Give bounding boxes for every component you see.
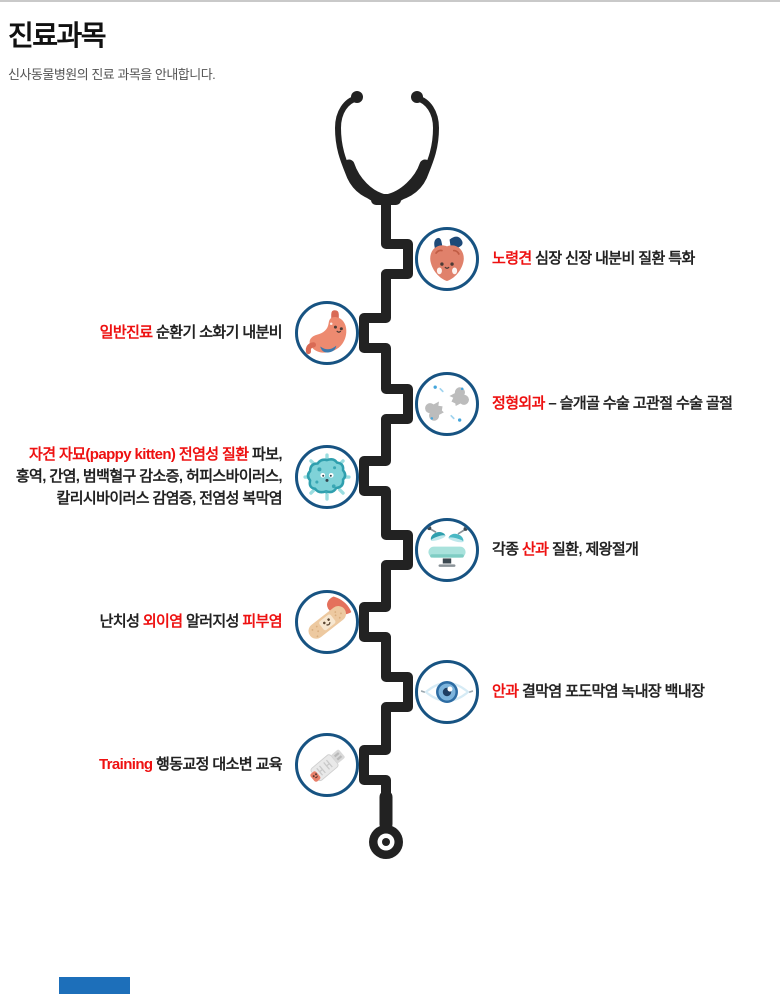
page-title: 진료과목 [8, 20, 107, 51]
page-header: 진료과목 신사동물병원의 진료 과목을 안내합니다. [8, 14, 216, 83]
service-item-label: 난치성 외이염 알러지성 피부염 [99, 613, 283, 631]
service-item-senior-dog: 노령견 심장 신장 내분비 질환 특화 [415, 227, 695, 291]
training-pad-icon [295, 733, 359, 797]
broken-bone-icon [415, 372, 479, 436]
service-item-training: Training 행동교정 대소변 교육 [99, 733, 359, 797]
service-item-label: 안과 결막염 포도막염 녹내장 백내장 [492, 683, 705, 701]
page-subtitle: 신사동물병원의 진료 과목을 안내합니다. [8, 67, 216, 82]
service-item-orthopedics: 정형외과 – 슬개골 수술 고관절 수술 골절 [415, 372, 733, 436]
surgery-table-icon [415, 518, 479, 582]
service-item-dermatology: 난치성 외이염 알러지성 피부염 [100, 590, 359, 654]
service-item-infectious-disease: 자견 자묘(pappy kitten) 전염성 질환 파보,홍역, 간염, 범백… [16, 444, 359, 509]
eye-icon [415, 660, 479, 724]
service-item-label: 노령견 심장 신장 내분비 질환 특화 [492, 250, 695, 268]
service-item-obstetrics: 각종 산과 질환, 제왕절개 [415, 518, 639, 582]
service-item-general-care: 일반진료 순환기 소화기 내분비 [100, 301, 359, 365]
service-item-label: 자견 자묘(pappy kitten) 전염성 질환 파보,홍역, 간염, 범백… [15, 446, 283, 507]
stomach-icon [295, 301, 359, 365]
service-item-label: 각종 산과 질환, 제왕절개 [492, 541, 639, 559]
service-item-label: 일반진료 순환기 소화기 내분비 [99, 324, 283, 342]
heart-icon [415, 227, 479, 291]
service-item-ophthalmology: 안과 결막염 포도막염 녹내장 백내장 [415, 660, 705, 724]
footer-accent-box[interactable] [59, 977, 130, 994]
virus-icon [295, 444, 359, 509]
bandage-icon [295, 590, 359, 654]
service-item-label: Training 행동교정 대소변 교육 [98, 756, 283, 774]
stethoscope-illustration [334, 91, 440, 859]
service-item-label: 정형외과 – 슬개골 수술 고관절 수술 골절 [492, 395, 733, 413]
